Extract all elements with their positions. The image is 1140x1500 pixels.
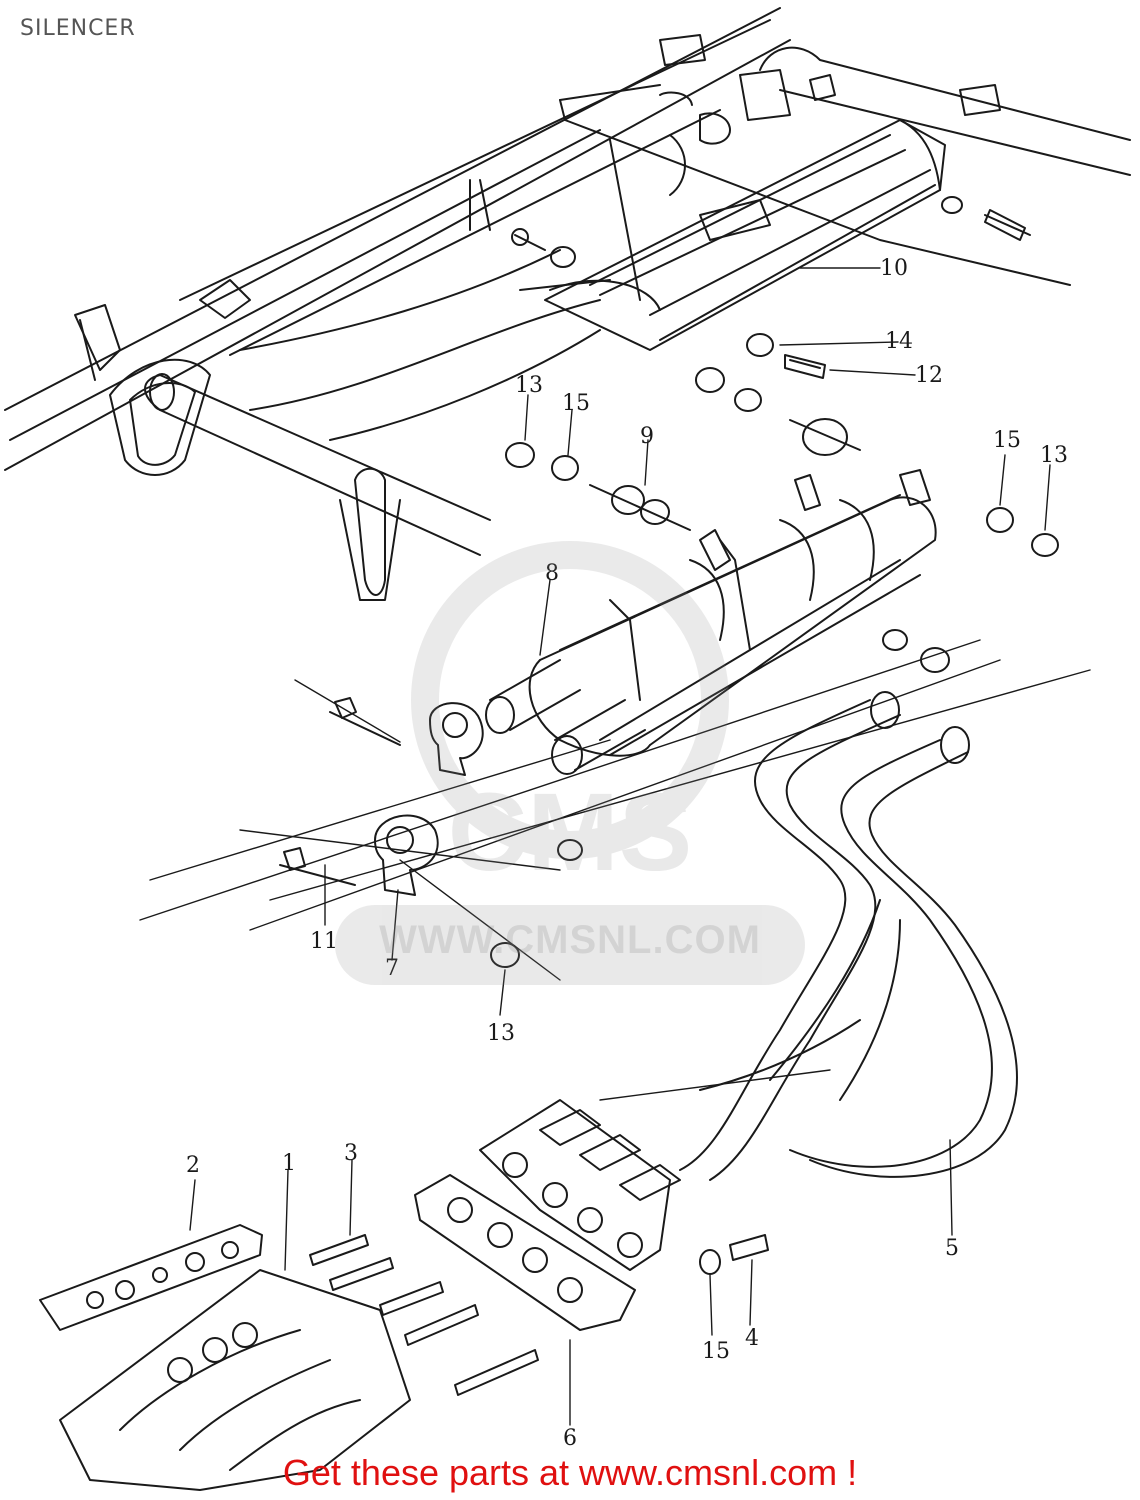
upper-mounting-hardware	[505, 196, 1059, 673]
callout-15b: 15	[993, 428, 1021, 453]
callout-2: 2	[186, 1153, 200, 1178]
watermark-logo: CMS	[335, 541, 805, 985]
callout-labels: 1 2 3 4 5 6 7 8 9 10 11 12 13 13 13 14 1…	[186, 256, 1068, 1451]
watermark-banner	[335, 905, 805, 985]
callout-13c: 13	[487, 1021, 515, 1046]
lower-mounting-hardware	[699, 1234, 769, 1275]
callout-11: 11	[310, 929, 338, 954]
callout-9: 9	[640, 424, 654, 449]
callout-10: 10	[880, 256, 908, 281]
frame-part	[4, 7, 1131, 601]
callout-4: 4	[745, 1326, 759, 1351]
gasket-part	[414, 1174, 636, 1331]
callout-7: 7	[385, 956, 399, 981]
footer-link[interactable]: Get these parts at www.cmsnl.com !	[282, 1452, 858, 1493]
silencer-body-part	[485, 469, 937, 775]
watermark-url: WWW.CMSNL.COM	[379, 918, 761, 962]
callout-6: 6	[563, 1426, 577, 1451]
callout-3: 3	[344, 1141, 358, 1166]
clamp-parts	[279, 697, 583, 968]
callout-14: 14	[885, 329, 913, 354]
exhaust-pipe-part	[479, 691, 1018, 1271]
watermark-ring	[411, 541, 729, 859]
watermark-logo-text: CMS	[448, 771, 692, 894]
callout-1: 1	[282, 1151, 296, 1176]
callout-15a: 15	[562, 391, 590, 416]
callout-5: 5	[945, 1236, 959, 1261]
callout-13a: 13	[515, 373, 543, 398]
callout-13b: 13	[1040, 443, 1068, 468]
heat-shield-part	[544, 119, 946, 351]
callout-15c: 15	[702, 1339, 730, 1364]
callout-12: 12	[915, 363, 943, 388]
stud-parts	[309, 1234, 539, 1396]
cylinder-head-part	[39, 1224, 411, 1491]
callout-8: 8	[545, 561, 559, 586]
page-title: SILENCER	[20, 16, 136, 41]
leader-lines	[139, 267, 1091, 1426]
